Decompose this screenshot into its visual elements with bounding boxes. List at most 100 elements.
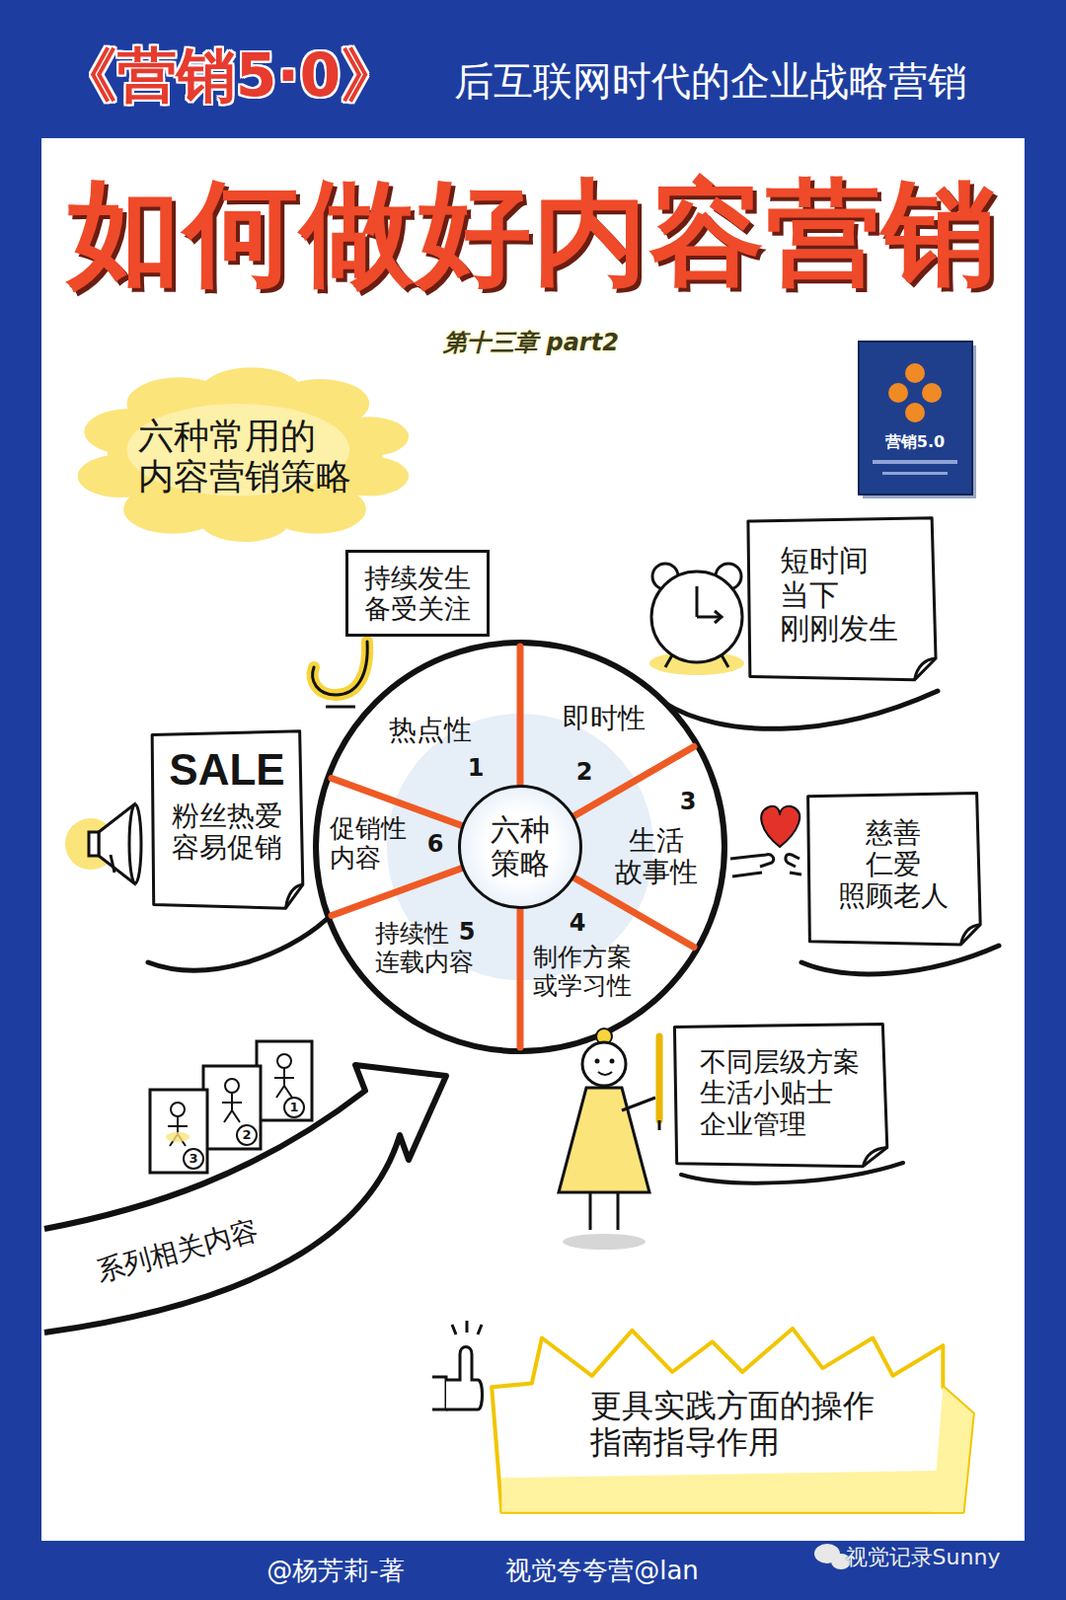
sign-box: 持续发生 备受关注 [345,549,490,637]
book-dot [905,402,925,423]
book-line [872,459,958,464]
sale-paper: SALE粉丝热爱 容易促销 [149,729,305,911]
card [203,1066,261,1149]
book-line [882,471,948,475]
node-text: 慈善 仁爱 照顾老人 [837,817,949,914]
leg [616,1192,620,1230]
callout-number: 2 [235,1124,258,1146]
hub-circle: 六种 策略 [457,784,583,910]
paper-sheet [152,730,304,908]
thumb-hand [446,1347,483,1411]
card-glow [165,1132,190,1143]
girl-figure [558,1028,660,1250]
book-dot [905,363,925,383]
hook-glow [312,641,369,695]
book-title-header: 《营销5·0》 [58,41,400,110]
head [582,1042,626,1086]
card-figure [225,1078,239,1093]
note-paper: 不同层级方案 生活小贴士 企业管理 [670,1022,890,1168]
segment-number: 4 [569,911,587,935]
wheel-segment: 制作方案 或学习性4 [531,941,634,1003]
book-rect [858,341,973,495]
arm [621,1097,656,1111]
subtitle: 后互联网时代的企业战略营销 [454,58,968,104]
megaphone-handle [110,854,115,873]
node-text: 六种 策略 [490,813,550,882]
clock-hand-tip [714,610,722,623]
segment-number: 1 [467,756,485,780]
wheel-segment: 即时性2 [560,700,648,737]
heart-hands [730,806,802,877]
segment-number: 6 [427,832,445,856]
main-title: 如何做好内容营销 [67,166,999,299]
thumbs-up [432,1320,483,1410]
note-paper: 慈善 仁爱 照顾老人 [804,791,983,947]
paper-curl [960,923,981,944]
spoke [574,747,694,817]
wheel-segment: 促销性 内容6 [327,812,409,876]
node-text: 生活 故事性 [614,825,698,889]
eye [609,1059,615,1065]
paper-curl [862,1147,887,1167]
wechat-icon [814,1543,851,1570]
mouth [598,1071,612,1075]
card-figure [277,1054,292,1068]
book-cover [858,341,977,499]
segment-number: 3 [680,789,697,814]
callout-number: 3 [182,1147,205,1170]
node-text: 促销性 内容 [329,814,407,874]
hand [785,854,800,867]
paper-sheet [748,518,936,681]
card-figure [222,1092,242,1123]
pen [656,1036,664,1121]
segment-number: 2 [576,760,594,784]
thumb-sleeve [432,1376,447,1410]
callout-number: 1 [283,1096,305,1119]
book-dot [888,382,909,403]
clock-hand [696,615,721,619]
eye [595,1059,601,1065]
series-arrow [44,1065,447,1333]
spark [452,1324,457,1335]
wheel-segment: 热点性1 [386,712,474,749]
megaphone-back [88,832,99,856]
spoke [517,909,525,1048]
arrow-label: 系列相关内容 [90,1212,265,1291]
swoosh-line [801,945,999,975]
dress [558,1087,650,1193]
clock-hand [695,586,699,617]
swoosh-line [664,690,938,729]
spark [477,1324,482,1335]
megaphone-icon [65,804,142,884]
chapter-label: 第十三章 part2 [443,329,619,358]
node-text: 更具实践方面的操作 指南指导作用 [590,1387,875,1461]
footer-credit: 视觉夸夸营@lan [505,1556,699,1587]
series-cards [150,1041,312,1173]
hook-base [325,705,356,709]
paper-curl [913,658,936,681]
hook-icon [312,641,369,707]
card-figure [170,1102,185,1117]
hand [789,872,802,875]
alarm-clock [649,563,745,676]
node-text: 持续发生 备受关注 [364,562,471,624]
sale-heading: SALE [168,745,285,796]
card [256,1041,312,1121]
cloud-callout: 六种常用的 内容营销策略 [80,374,409,539]
book-cover-text: 营销5.0 [885,433,945,452]
note-paper: 短时间 当下 刚刚发生 [744,516,938,683]
hook-line [312,641,369,695]
burst-shade [501,1470,963,1513]
paper-shape [744,516,938,683]
burst-shade [932,1387,974,1513]
paper-sheet [674,1024,887,1167]
burst-callout: 更具实践方面的操作 指南指导作用 [481,1326,984,1517]
burst-outline [491,1328,974,1513]
wheel-rim [315,642,725,1052]
pen-tip [658,1120,662,1131]
node-text: 六种常用的 内容营销策略 [138,415,352,498]
node-text: 制作方案 或学习性 [533,943,632,1001]
leg [589,1192,593,1230]
node-text: 不同层级方案 生活小贴士 企业管理 [699,1046,860,1139]
